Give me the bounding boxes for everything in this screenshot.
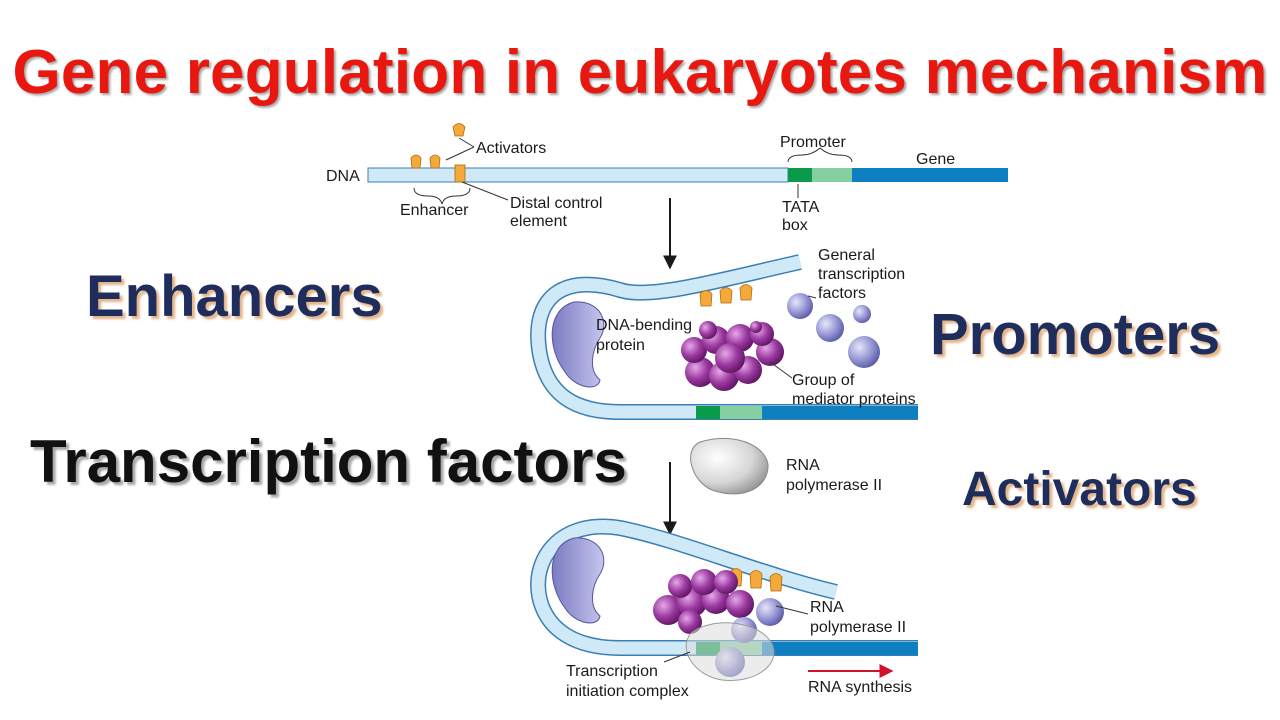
label-enhancer: Enhancer xyxy=(400,202,469,219)
label-tata-2: box xyxy=(782,217,808,234)
label-gene: Gene xyxy=(916,151,955,168)
keyword-enhancers: Enhancers xyxy=(86,264,383,329)
dna-strand-top xyxy=(367,167,1008,183)
dna-bending-protein-icon xyxy=(551,301,605,388)
label-dna: DNA xyxy=(326,168,360,185)
label-gtf-3: factors xyxy=(818,285,866,302)
label-activators: Activators xyxy=(476,140,546,157)
page-title: Gene regulation in eukaryotes mechanism xyxy=(12,38,1268,107)
label-rnapol2-1: RNA xyxy=(810,599,844,616)
transcription-initiation-complex-icon xyxy=(685,598,784,682)
label-dnabend-2: protein xyxy=(596,337,645,354)
label-rna-synthesis: RNA synthesis xyxy=(808,679,912,696)
label-tata-1: TATA xyxy=(782,199,820,216)
label-tic-1: Transcription xyxy=(566,663,658,680)
label-rnapol-1: RNA xyxy=(786,457,820,474)
activator-icon xyxy=(410,123,466,183)
general-transcription-factors-icon xyxy=(787,293,880,368)
label-distal-1: Distal control xyxy=(510,195,602,212)
label-rnapol2-2: polymerase II xyxy=(810,619,906,636)
keyword-promoters: Promoters xyxy=(930,302,1221,367)
keyword-transcription-factors: Transcription factors xyxy=(30,428,627,495)
label-dnabend-1: DNA-bending xyxy=(596,317,692,334)
mediator-proteins-bottom-icon xyxy=(653,569,754,634)
dna-bending-protein-bottom-icon xyxy=(551,537,605,624)
keyword-activators: Activators xyxy=(962,463,1197,516)
label-tic-2: initiation complex xyxy=(566,683,689,700)
label-mediator-2: mediator proteins xyxy=(792,391,916,408)
label-mediator-1: Group of xyxy=(792,372,855,389)
label-rnapol-2: polymerase II xyxy=(786,477,882,494)
mediator-proteins-icon xyxy=(681,321,784,391)
activators-bound-icon xyxy=(699,284,753,307)
label-distal-2: element xyxy=(510,213,567,230)
label-promoter: Promoter xyxy=(780,134,846,151)
label-gtf-1: General xyxy=(818,247,875,264)
rna-polymerase-icon xyxy=(690,437,769,495)
dna-loop-middle xyxy=(530,254,918,420)
label-gtf-2: transcription xyxy=(818,266,905,283)
